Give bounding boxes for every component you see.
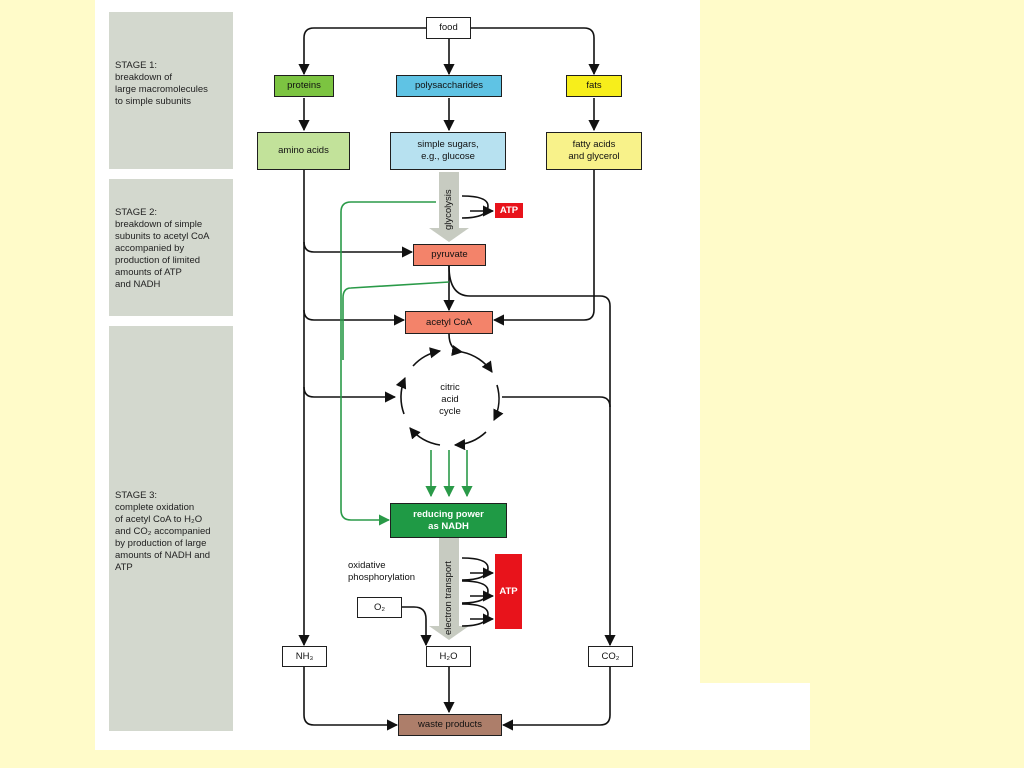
fats-node: fats — [566, 75, 622, 97]
amino-to-pyruvate-line — [303, 241, 414, 258]
atp-glycolysis-box: ATP — [495, 203, 523, 218]
stage-1-panel: STAGE 1: breakdown of large macromolecul… — [109, 12, 233, 169]
fatty-acids-line: and glycerol — [568, 151, 620, 162]
o2-node: O₂ — [357, 597, 402, 618]
figure-background-extension — [700, 683, 810, 750]
citric-cycle-line: cycle — [439, 406, 461, 417]
citric-cycle-line: acid — [441, 394, 459, 405]
food-node: food — [426, 17, 471, 39]
proteins-label: proteins — [287, 80, 321, 91]
stage-1-text: STAGE 1: breakdown of large macromolecul… — [115, 60, 229, 108]
fatty-acids-to-acetyl-line — [492, 170, 595, 326]
stage-1-line: large macromolecules — [115, 84, 208, 95]
citric-cycle-ring — [395, 347, 504, 451]
pyruvate-label: pyruvate — [431, 249, 468, 260]
glycolysis-gray-arrow — [429, 172, 469, 242]
stage-2-text: STAGE 2: breakdown of simple subunits to… — [115, 207, 229, 291]
acetyl-coa-label: acetyl CoA — [426, 316, 472, 328]
o2-label: O₂ — [373, 601, 386, 613]
glycolysis-nadh-green-line — [340, 201, 436, 526]
waste-products-node: waste products — [398, 714, 502, 736]
h2o-node: H₂O — [426, 646, 471, 667]
oxidative-phosphorylation-label: oxidative phosphorylation — [348, 560, 415, 584]
nadh-line: reducing power — [413, 508, 484, 520]
stage-1-line: breakdown of — [115, 72, 173, 83]
fats-label: fats — [586, 80, 602, 91]
amino-to-cycle-line — [303, 386, 397, 403]
nh3-label: NH₃ — [295, 650, 314, 662]
stage-2-line: breakdown of simple — [115, 219, 203, 230]
o2-to-water-line — [402, 606, 432, 647]
glycolysis-label: glycolysis — [443, 189, 454, 230]
polysaccharides-label: polysaccharides — [414, 80, 484, 91]
stage-3-line: amounts of NADH and — [115, 550, 211, 561]
atp-glycolysis-label: ATP — [499, 205, 519, 216]
stage-2-line: accompanied by — [115, 243, 185, 254]
simple-sugars-line: simple sugars, — [417, 139, 479, 150]
food-label: food — [439, 22, 458, 33]
nadh-node: reducing power as NADH — [390, 503, 507, 538]
stage-1-heading: STAGE 1: — [115, 60, 158, 71]
stage-3-line: ATP — [115, 562, 133, 573]
stage-3-panel: STAGE 3: complete oxidation of acetyl Co… — [109, 326, 233, 731]
atp-oxidative-box: ATP — [495, 554, 522, 629]
proteins-node: proteins — [274, 75, 334, 97]
amino-acids-node: amino acids — [257, 132, 350, 170]
stage-3-heading: STAGE 3: — [115, 490, 158, 501]
oxidative-line: phosphorylation — [348, 572, 416, 583]
etc-atp-curl-2 — [461, 580, 489, 604]
h2o-label: H₂O — [439, 650, 458, 662]
atp-oxidative-label: ATP — [499, 586, 518, 597]
cycle-to-co2-line — [502, 396, 611, 408]
fatty-acids-node: fatty acids and glycerol — [546, 132, 642, 170]
nadh-line: as NADH — [428, 520, 469, 532]
stage-2-line: production of limited — [115, 255, 201, 266]
electron-transport-gray-arrow — [429, 538, 469, 640]
etc-atp-curl-3 — [461, 603, 489, 627]
stage-2-line: subunits to acetyl CoA — [115, 231, 210, 242]
simple-sugars-line: e.g., glucose — [421, 151, 475, 162]
co2-to-waste-line — [501, 667, 611, 731]
stage-3-line: of acetyl CoA to H₂O — [115, 514, 203, 525]
citric-acid-cycle-node: citric acid cycle — [420, 380, 480, 420]
fatty-acids-line: fatty acids — [572, 139, 616, 150]
acetyl-to-cycle-line — [448, 333, 464, 356]
pyruvate-nadh-green-line — [342, 281, 450, 360]
food-to-proteins-line — [298, 27, 426, 76]
oxidative-line: oxidative — [348, 560, 386, 571]
nh3-to-waste-line — [303, 667, 399, 731]
waste-products-label: waste products — [418, 719, 482, 730]
citric-cycle-line: citric — [440, 382, 460, 393]
stage-1-line: to simple subunits — [115, 96, 192, 107]
stage-2-line: and NADH — [115, 279, 161, 290]
simple-sugars-node: simple sugars, e.g., glucose — [390, 132, 506, 170]
food-to-fats-line — [471, 27, 600, 76]
co2-label: CO₂ — [601, 650, 620, 662]
stage-3-line: by production of large — [115, 538, 207, 549]
amino-acids-label: amino acids — [278, 145, 329, 156]
co2-node: CO₂ — [588, 646, 633, 667]
pyruvate-node: pyruvate — [413, 244, 486, 266]
glycolysis-atp-curl — [461, 195, 489, 219]
acetyl-coa-node: acetyl CoA — [405, 311, 493, 334]
pyruvate-to-co2-line — [448, 265, 616, 647]
stage-3-text: STAGE 3: complete oxidation of acetyl Co… — [115, 490, 229, 574]
nh3-node: NH₃ — [282, 646, 327, 667]
stage-3-line: and CO₂ accompanied — [115, 526, 211, 537]
stage-2-heading: STAGE 2: — [115, 207, 158, 218]
electron-transport-label: electron transport — [443, 561, 454, 635]
polysaccharides-node: polysaccharides — [396, 75, 502, 97]
stage-2-line: amounts of ATP — [115, 267, 182, 278]
stage-3-line: complete oxidation — [115, 502, 195, 513]
amino-to-acetyl-line — [303, 309, 406, 326]
stage-2-panel: STAGE 2: breakdown of simple subunits to… — [109, 179, 233, 316]
etc-atp-curl-1 — [461, 557, 489, 581]
